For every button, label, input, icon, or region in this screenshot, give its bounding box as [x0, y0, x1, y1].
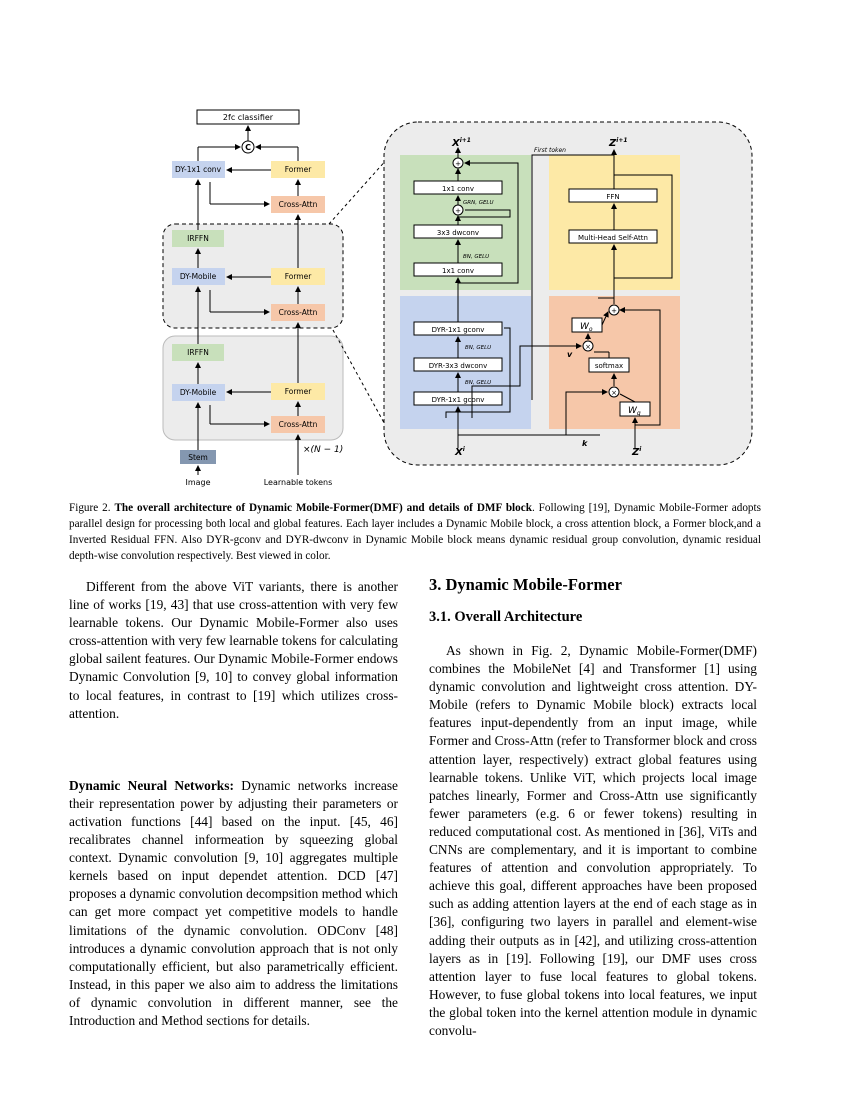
v-label: v [567, 350, 573, 359]
bn-gelu-label-3: BN, GELU [465, 380, 491, 386]
caption-text: . Following [19], Dynamic Mobile-Former … [69, 502, 761, 562]
dymobile-box-1 [172, 268, 225, 285]
svg-text:×: × [611, 389, 617, 397]
caption-prefix: Figure 2. [69, 502, 115, 514]
dymobile-label-1: DY-Mobile [180, 272, 217, 281]
dwconv-label: 3x3 dwconv [437, 229, 479, 237]
section-heading: 3. Dynamic Mobile-Former [429, 575, 622, 594]
irffn-label-2: IRFFN [187, 348, 209, 357]
operator-nodes [452, 157, 620, 398]
ffn-box [568, 188, 658, 203]
wq-label: Wq [628, 406, 641, 417]
svg-text:+: + [455, 160, 461, 168]
detail-arrows [445, 147, 673, 448]
subsection-heading: 3.1. Overall Architecture [429, 609, 583, 625]
dynamic-networks-paragraph: Dynamic Neural Networks: Dynamic network… [69, 777, 398, 1030]
overview-diagram: 2fc classifier C DY-1x1 conv Former Cros… [162, 109, 389, 487]
figure-caption: Figure 2. The overall architecture of Dy… [69, 500, 761, 564]
first-token-label: First token [534, 147, 566, 154]
overall-architecture-paragraph: As shown in Fig. 2, Dynamic Mobile-Forme… [429, 643, 757, 1038]
crossattn-box-1 [271, 304, 325, 321]
right-column: As shown in Fig. 2, Dynamic Mobile-Forme… [429, 642, 757, 1040]
svg-text:+: + [455, 207, 461, 215]
mhsa-box [568, 229, 658, 244]
dy1x1-label: DY-1x1 conv [175, 165, 222, 174]
former-label-1: Former [285, 272, 313, 281]
crossattn-top-label: Cross-Attn [279, 200, 318, 209]
dyr-bot-label: DYR-1x1 gconv [432, 396, 485, 404]
classifier-label: 2fc classifier [223, 113, 274, 122]
dynamic-networks-text: Dynamic networks increase their represen… [69, 777, 398, 1028]
grn-gelu-label: GRN, GELU [463, 200, 494, 206]
x-out-label: Xi+1 [451, 137, 471, 149]
concat-label: C [245, 143, 251, 152]
classifier-box [196, 109, 300, 125]
tokens-label: Learnable tokens [264, 478, 333, 487]
dy1x1-box [172, 161, 225, 178]
z-in-label: Zi [631, 446, 642, 458]
caption-title: The overall architecture of Dynamic Mobi… [114, 502, 532, 514]
operator-symbols: + + + × × [455, 160, 617, 397]
crossattn-label-1: Cross-Attn [279, 308, 318, 317]
crossattn-label-2: Cross-Attn [279, 420, 318, 429]
stem-label: Stem [188, 453, 208, 462]
wo-label: Wo [580, 322, 593, 333]
z-out-label: Zi+1 [608, 137, 628, 149]
dyr-top-label: DYR-1x1 gconv [432, 326, 485, 334]
irffn-box-1 [172, 230, 224, 247]
left-column: Different from the above ViT variants, t… [69, 578, 398, 1030]
softmax-label: softmax [595, 362, 623, 370]
former-top-box [271, 161, 325, 178]
dyr-mid-label: DYR-3x3 dwconv [429, 362, 488, 370]
ffn-label: FFN [606, 193, 619, 201]
stem-box [180, 450, 216, 464]
irffn-label-1: IRFFN [187, 234, 209, 243]
overview-arrows [195, 125, 301, 475]
dmf-block-detail: Xi+1 Zi+1 Xi Zi First token 1x1 conv GRN… [383, 121, 753, 466]
svg-text:+: + [611, 307, 617, 315]
former-box-2 [271, 383, 325, 400]
k-label: k [582, 439, 588, 448]
conv1x1-bot-label: 1x1 conv [442, 267, 474, 275]
repeat-label: ×(N − 1) [303, 445, 343, 455]
image-label: Image [185, 478, 210, 487]
former-top-label: Former [285, 165, 313, 174]
zoom-lines [328, 157, 389, 431]
x-in-label: Xi [454, 446, 466, 458]
crossattn-top-box [271, 196, 325, 213]
svg-text:×: × [585, 343, 591, 351]
bn-gelu-label-2: BN, GELU [465, 345, 491, 351]
crossattn-box-2 [271, 416, 325, 433]
dynamic-networks-heading: Dynamic Neural Networks: [69, 777, 234, 793]
mhsa-label: Multi-Head Self-Attn [578, 234, 648, 242]
architecture-figure: 2fc classifier C DY-1x1 conv Former Cros… [162, 109, 753, 487]
former-box-1 [271, 268, 325, 285]
bn-gelu-label-1: BN, GELU [463, 254, 489, 260]
conv1x1-top-label: 1x1 conv [442, 185, 474, 193]
former-label-2: Former [285, 387, 313, 396]
dymobile-label-2: DY-Mobile [180, 388, 217, 397]
irffn-box-2 [172, 344, 224, 361]
dymobile-box-2 [172, 384, 225, 401]
related-work-paragraph: Different from the above ViT variants, t… [69, 579, 398, 721]
